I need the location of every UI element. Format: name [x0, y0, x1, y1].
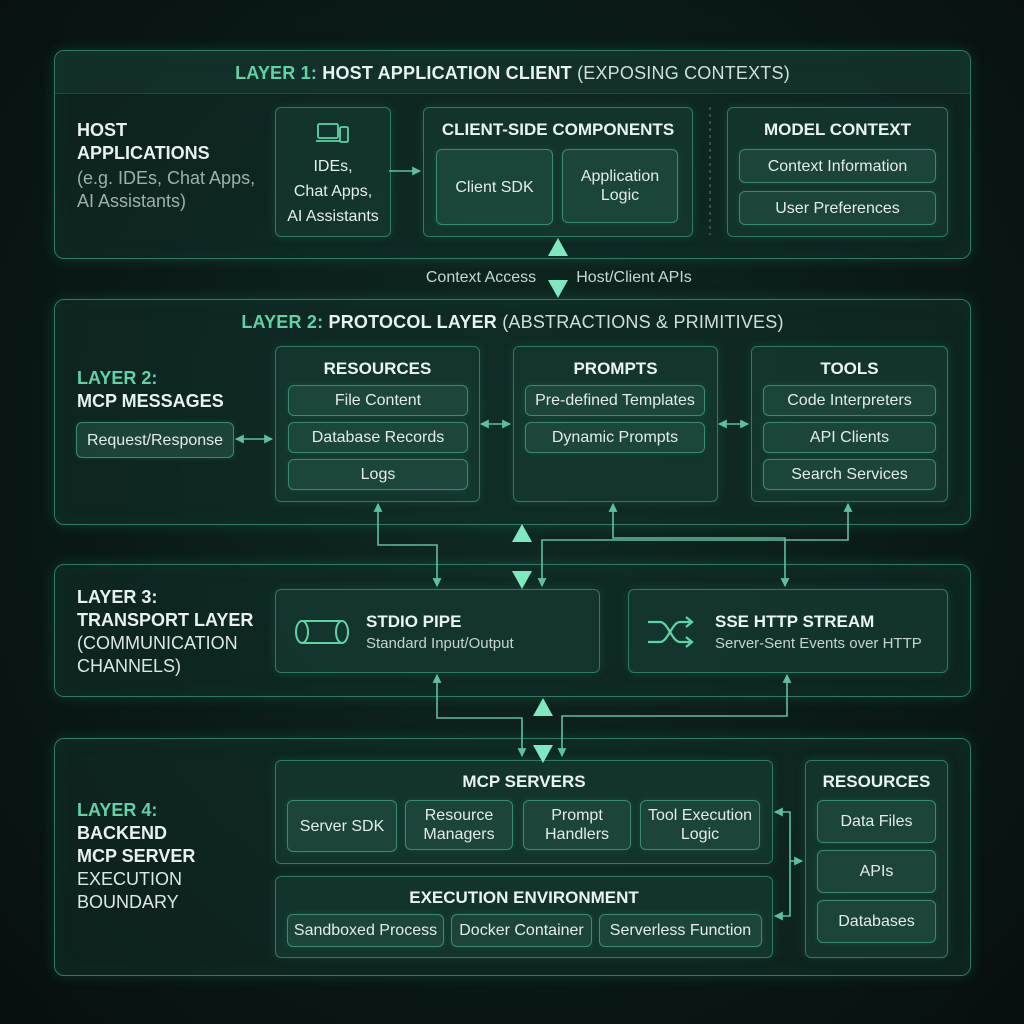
docker-container[interactable]: Docker Container	[451, 914, 592, 947]
stdio-title: STDIO PIPE	[366, 612, 462, 631]
request-response[interactable]: Request/Response	[76, 422, 234, 458]
search-services[interactable]: Search Services	[763, 459, 936, 490]
pipe-icon	[295, 620, 349, 644]
resource-managers[interactable]: Resource Managers	[405, 800, 513, 850]
model-context-title: MODEL CONTEXT	[763, 120, 912, 139]
layer1-side-label: HOST APPLICATIONS (e.g. IDEs, Chat Apps,…	[77, 120, 256, 211]
apps-line-3: AI Assistants	[287, 208, 379, 225]
execution-env-title: EXECUTION ENVIRONMENT	[409, 888, 639, 907]
stdio-subtitle: Standard Input/Output	[366, 635, 514, 652]
layer3-side-label: LAYER 3: TRANSPORT LAYER (COMMUNICATION …	[77, 587, 254, 676]
context-access-label: Context Access	[425, 269, 537, 286]
logs[interactable]: Logs	[288, 459, 468, 490]
client-components-title: CLIENT-SIDE COMPONENTS	[441, 120, 675, 139]
resources-title: RESOURCES	[323, 359, 432, 378]
host-client-apis-label: Host/Client APIs	[576, 269, 692, 286]
serverless-function[interactable]: Serverless Function	[599, 914, 762, 947]
sse-stream-box[interactable]: SSE HTTP STREAM Server-Sent Events over …	[628, 589, 948, 673]
user-preferences[interactable]: User Preferences	[739, 191, 936, 225]
server-sdk[interactable]: Server SDK	[287, 800, 397, 852]
predefined-templates[interactable]: Pre-defined Templates	[525, 385, 705, 416]
databases[interactable]: Databases	[817, 900, 936, 943]
application-logic[interactable]: Application Logic	[562, 149, 678, 223]
file-content[interactable]: File Content	[288, 385, 468, 416]
host-apps-box[interactable]: IDEs, Chat Apps, AI Assistants	[275, 107, 391, 237]
context-information[interactable]: Context Information	[739, 149, 936, 183]
apps-line-1: IDEs,	[313, 158, 353, 175]
sse-subtitle: Server-Sent Events over HTTP	[715, 635, 922, 652]
database-records[interactable]: Database Records	[288, 422, 468, 453]
devices-icon	[316, 123, 349, 143]
shuffle-icon	[648, 616, 694, 648]
tool-execution-logic[interactable]: Tool Execution Logic	[640, 800, 760, 850]
apps-line-2: Chat Apps,	[293, 183, 373, 200]
sse-title: SSE HTTP STREAM	[715, 612, 875, 631]
layer2-title: LAYER 2: PROTOCOL LAYER (ABSTRACTIONS & …	[241, 312, 784, 332]
client-sdk[interactable]: Client SDK	[436, 149, 553, 225]
tools-title: TOOLS	[820, 359, 879, 378]
data-files[interactable]: Data Files	[817, 800, 936, 843]
prompts-title: PROMPTS	[573, 359, 658, 378]
mcp-servers-title: MCP SERVERS	[462, 772, 586, 791]
dynamic-prompts[interactable]: Dynamic Prompts	[525, 422, 705, 453]
apis[interactable]: APIs	[817, 850, 936, 893]
layer1-title: LAYER 1: HOST APPLICATION CLIENT (EXPOSI…	[235, 63, 790, 83]
stdio-pipe-box[interactable]: STDIO PIPE Standard Input/Output	[275, 589, 600, 673]
code-interpreters[interactable]: Code Interpreters	[763, 385, 936, 416]
layer2-side-label: LAYER 2: MCP MESSAGES	[77, 368, 224, 411]
prompt-handlers[interactable]: Prompt Handlers	[523, 800, 631, 850]
backend-resources-title: RESOURCES	[822, 772, 931, 791]
sandboxed-process[interactable]: Sandboxed Process	[287, 914, 444, 947]
layer4-side-label: LAYER 4: BACKEND MCP SERVER EXECUTION BO…	[77, 800, 196, 912]
api-clients[interactable]: API Clients	[763, 422, 936, 453]
